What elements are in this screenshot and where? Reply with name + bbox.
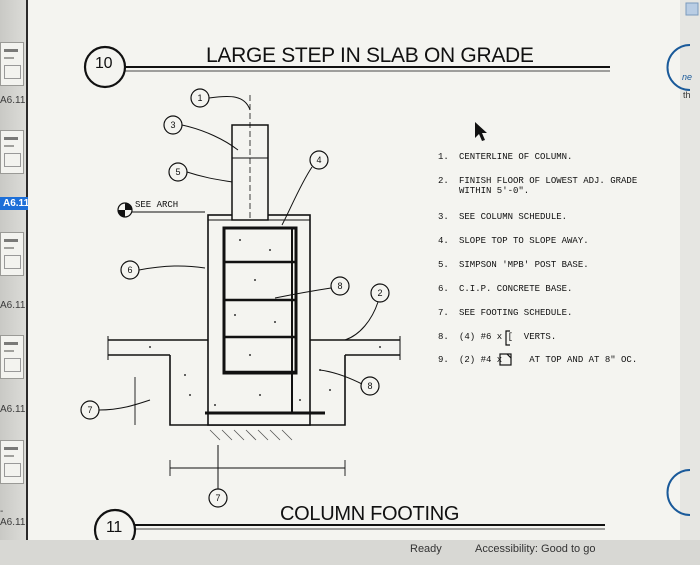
page-thumbnail-sidebar: A6.11 A6.11 A6.11 A6.11 -A6.11 <box>0 0 33 565</box>
note-text: CENTERLINE OF COLUMN. <box>459 152 573 162</box>
note-text: SIMPSON 'MPB' POST BASE. <box>459 260 589 270</box>
callout-number: 2 <box>377 288 382 298</box>
page-thumbnail[interactable] <box>0 440 24 484</box>
callout-number: 7 <box>87 405 92 415</box>
concrete-hatch <box>149 239 381 406</box>
thumbnail-label: -A6.11 <box>0 506 26 528</box>
page-thumbnail[interactable] <box>0 335 24 379</box>
callout-bubble <box>330 276 350 296</box>
detail-number: 11 <box>106 519 123 536</box>
note-number: 9. <box>438 355 449 365</box>
mouse-cursor-icon <box>475 122 487 141</box>
callout-number: 3 <box>170 120 175 130</box>
note-text: SEE COLUMN SCHEDULE. <box>459 212 568 222</box>
page-thumbnail[interactable] <box>0 232 24 276</box>
callout-number: 7 <box>215 493 220 503</box>
thumbnail-label: A6.11 <box>0 404 26 415</box>
callout-number: 8 <box>337 281 342 291</box>
detail-number: 10 <box>95 55 113 72</box>
callout-number: 6 <box>127 265 132 275</box>
note-number: 2. <box>438 176 449 186</box>
note-number: 3. <box>438 212 449 222</box>
note-number: 1. <box>438 152 449 162</box>
note-number: 7. <box>438 308 449 318</box>
note-text: (2) #4 x AT TOP AND AT 8" OC. <box>459 355 638 365</box>
note-text: C.I.P. CONCRETE BASE. <box>459 284 573 294</box>
note-number: 4. <box>438 236 449 246</box>
adjacent-sheet-text: ne <box>682 72 693 82</box>
note-text: SLOPE TOP TO SLOPE AWAY. <box>459 236 589 246</box>
detail-title: LARGE STEP IN SLAB ON GRADE <box>206 44 534 67</box>
adjacent-sheet-edge <box>680 0 700 540</box>
page-thumbnail[interactable] <box>0 42 24 86</box>
page-thumbnail[interactable] <box>0 130 24 174</box>
callout-number: 5 <box>175 167 180 177</box>
note-number: 8. <box>438 332 449 342</box>
callout-bubble <box>370 283 390 303</box>
see-arch-label: SEE ARCH <box>135 200 179 210</box>
adjacent-sheet-text: th <box>683 90 691 100</box>
thumbnail-label: A6.11 <box>0 300 26 311</box>
thumbnail-label-selected[interactable]: A6.11 <box>0 197 33 210</box>
note-text: (4) #6 x [ VERTS. <box>459 332 557 342</box>
accessibility-status[interactable]: Accessibility: Good to go <box>475 543 596 555</box>
status-ready: Ready <box>410 543 442 555</box>
note-text: SEE FOOTING SCHEDULE. <box>459 308 573 318</box>
detail-title: COLUMN FOOTING <box>280 503 460 525</box>
status-bar <box>0 540 700 565</box>
callout-bubble <box>360 376 380 396</box>
note-number: 5. <box>438 260 449 270</box>
vert-bar-icon <box>505 330 510 346</box>
note-number: 6. <box>438 284 449 294</box>
callout-bubble <box>309 150 329 170</box>
callout-number: 1 <box>197 93 202 103</box>
image-icon <box>685 2 699 16</box>
thumbnail-label: A6.11 <box>0 95 26 106</box>
callout-number: 4 <box>316 155 321 165</box>
tie-icon <box>499 353 512 366</box>
soil-hatch <box>209 429 293 441</box>
callout-number: 8 <box>367 381 372 391</box>
note-text: FINISH FLOOR OF LOWEST ADJ. GRADE WITHIN… <box>459 176 638 196</box>
